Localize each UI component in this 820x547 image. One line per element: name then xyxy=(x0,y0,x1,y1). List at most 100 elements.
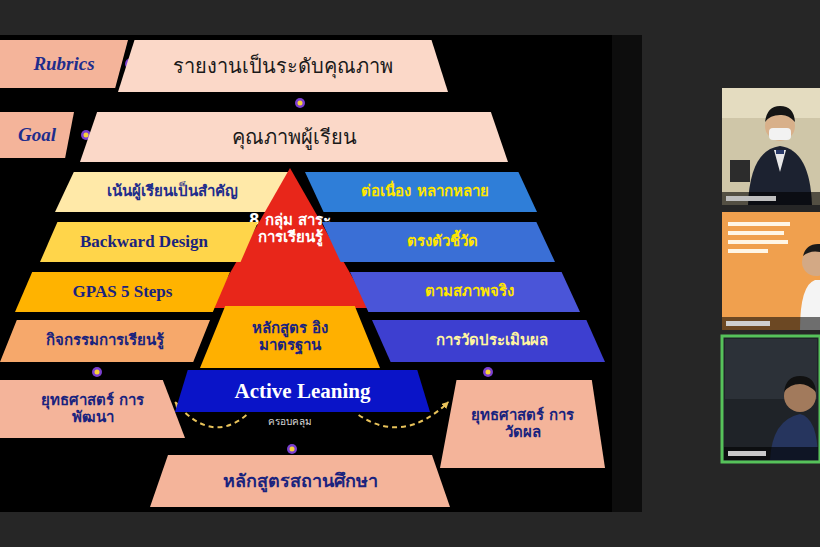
slide xyxy=(0,35,612,512)
slide-line xyxy=(728,231,784,235)
text-holder: หลักสูตร อิงมาตรฐาน xyxy=(235,320,345,355)
text-holder: เน้นผู้เรียนเป็นสำคัญ xyxy=(107,183,238,200)
text-holder: Rubrics xyxy=(33,53,94,75)
rainbow-dot xyxy=(287,444,297,454)
right-box-fill xyxy=(305,172,537,212)
node-text: ตรงตัวชี้วัด xyxy=(407,233,478,250)
goal-band: คุณภาพผู้เรียน xyxy=(80,112,508,162)
tile-ground xyxy=(722,88,820,205)
name-bar-mark xyxy=(726,196,776,201)
left-box: GPAS 5 Steps xyxy=(15,272,230,312)
person-mask xyxy=(769,128,791,140)
video-tile xyxy=(722,336,820,462)
right-box-fill xyxy=(322,222,555,262)
base-band: Active Leaning xyxy=(175,370,430,412)
rubrics-tag-fill xyxy=(0,40,128,88)
rainbow-dot xyxy=(92,367,102,377)
right-box-fill xyxy=(350,272,580,312)
text-holder: หลักสูตรสถานศึกษา xyxy=(223,471,378,492)
node-text: การวัดประเมินผล xyxy=(436,332,548,349)
text-holder: ยุทธศาสตร์ การพัฒนา xyxy=(38,392,148,427)
text-holder: ตามสภาพจริง xyxy=(417,283,514,300)
center-trapezoid: หลักสูตร อิงมาตรฐาน xyxy=(200,306,380,368)
left-box: กิจกรรมการเรียนรู้ xyxy=(0,320,210,362)
rainbow-dot xyxy=(84,133,89,138)
video-tile xyxy=(722,212,820,330)
person-shirt xyxy=(774,150,786,172)
school-band-fill xyxy=(150,455,450,507)
text-holder: ต่อเนื่อง หลากหลาย xyxy=(353,183,488,200)
rainbow-dot xyxy=(483,367,493,377)
node-text: Active Leaning xyxy=(235,379,371,403)
text-holder: Active Leaning xyxy=(235,379,371,403)
rainbow-dot xyxy=(486,370,491,375)
left-box-fill xyxy=(0,320,210,362)
text-holder: ยุทธศาสตร์ การวัดผล xyxy=(468,407,578,442)
node-text: ยุทธศาสตร์ การวัดผล xyxy=(468,407,578,442)
text-holder: ตรงตัวชี้วัด xyxy=(399,233,478,250)
person-hair xyxy=(803,244,820,256)
text-holder: Goal xyxy=(18,124,56,146)
left-box: เน้นผู้เรียนเป็นสำคัญ xyxy=(55,172,290,212)
right-box: ตรงตัวชี้วัด xyxy=(322,222,555,262)
node-text: คุณภาพผู้เรียน xyxy=(232,126,357,149)
text-holder: 8 กลุ่ม สาระ การเรียนรู้ xyxy=(248,212,332,247)
text-holder: รายงานเป็นระดับคุณภาพ xyxy=(173,55,393,78)
text-holder: คุณภาพผู้เรียน xyxy=(232,126,357,149)
text-holder: Backward Design xyxy=(80,232,218,252)
slide-line xyxy=(728,222,790,226)
cover-label: ครอบคลุม xyxy=(240,414,340,429)
strategy-box: ยุทธศาสตร์ การพัฒนา xyxy=(0,380,185,438)
person-hair xyxy=(765,106,795,122)
node-text: หลักสูตรสถานศึกษา xyxy=(223,471,378,492)
strategy-box: ยุทธศาสตร์ การวัดผล xyxy=(440,380,605,468)
node-text: เน้นผู้เรียนเป็นสำคัญ xyxy=(107,183,238,200)
goal-tag: Goal xyxy=(0,112,74,158)
strategy-box-fill xyxy=(0,380,185,438)
name-bar xyxy=(724,447,818,460)
left-box: Backward Design xyxy=(40,222,258,262)
right-box: ต่อเนื่อง หลากหลาย xyxy=(305,172,537,212)
goal-band-fill xyxy=(80,112,508,162)
name-bar-mark xyxy=(728,451,766,456)
top-band-fill xyxy=(118,40,448,92)
node-text: Goal xyxy=(18,124,56,146)
node-text: 8 กลุ่ม สาระ การเรียนรู้ xyxy=(248,212,332,247)
name-bar xyxy=(722,192,820,205)
desk-screen xyxy=(730,160,750,182)
rainbow-dot xyxy=(290,447,295,452)
node-text: Backward Design xyxy=(80,232,208,252)
node-text: รายงานเป็นระดับคุณภาพ xyxy=(173,55,393,78)
text-holder: กิจกรรมการเรียนรู้ xyxy=(46,332,164,349)
right-box-fill xyxy=(372,320,605,362)
goal-tag-fill xyxy=(0,112,74,158)
slide-edge xyxy=(612,35,642,512)
top-band: รายงานเป็นระดับคุณภาพ xyxy=(118,40,448,92)
person-hair xyxy=(784,376,816,392)
node-text: ต่อเนื่อง หลากหลาย xyxy=(361,183,488,200)
node-text: กิจกรรมการเรียนรู้ xyxy=(46,332,164,349)
strategy-box-fill xyxy=(440,380,605,468)
text-holder: GPAS 5 Steps xyxy=(73,282,173,302)
right-box: การวัดประเมินผล xyxy=(372,320,605,362)
node-text: Rubrics xyxy=(33,53,94,75)
left-box-fill xyxy=(55,172,290,212)
center-trapezoid-fill xyxy=(200,306,380,368)
left-box-fill xyxy=(15,272,230,312)
node-text: GPAS 5 Steps xyxy=(73,282,173,302)
base-band-fill xyxy=(175,370,430,412)
rainbow-dot xyxy=(298,101,303,106)
name-bar xyxy=(722,317,820,330)
node-text: ตามสภาพจริง xyxy=(425,283,514,300)
slide-line xyxy=(728,240,788,244)
school-band: หลักสูตรสถานศึกษา xyxy=(150,455,450,507)
person-tie xyxy=(776,150,784,154)
node-text: ยุทธศาสตร์ การพัฒนา xyxy=(38,392,148,427)
right-box: ตามสภาพจริง xyxy=(350,272,580,312)
text-holder: การวัดประเมินผล xyxy=(430,332,548,349)
name-bar-mark xyxy=(726,321,770,326)
left-box-fill xyxy=(40,222,258,262)
node-text: หลักสูตร อิงมาตรฐาน xyxy=(235,320,345,355)
